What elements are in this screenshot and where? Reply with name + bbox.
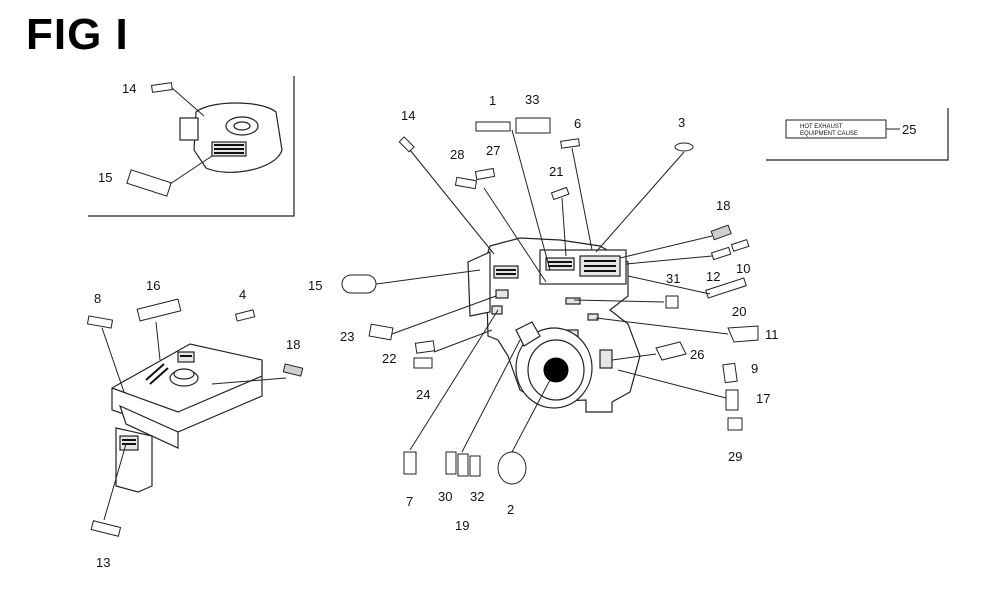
callout-9: 9 — [751, 361, 758, 376]
callout-14-inset: 14 — [122, 81, 136, 96]
decal-21 — [550, 186, 570, 201]
callout-17: 17 — [756, 391, 770, 406]
callout-29: 29 — [728, 449, 742, 464]
decal-22 — [414, 340, 436, 354]
decal-15-engine — [341, 274, 377, 294]
decal-7 — [403, 451, 417, 475]
callout-4: 4 — [239, 287, 246, 302]
callout-10: 10 — [736, 261, 750, 276]
decal-19 — [457, 453, 469, 477]
decal-32 — [469, 455, 481, 477]
inset-frame-placard — [766, 108, 949, 161]
callout-32: 32 — [470, 489, 484, 504]
decal-8 — [86, 315, 114, 329]
decal-29 — [727, 417, 743, 431]
decal-2 — [497, 451, 527, 485]
decal-20 — [705, 277, 747, 299]
callout-15-inset: 15 — [98, 170, 112, 185]
callout-12: 12 — [706, 269, 720, 284]
callout-23: 23 — [340, 329, 354, 344]
air-cleaner-drawing — [179, 102, 283, 173]
callout-24: 24 — [416, 387, 430, 402]
decal-4 — [234, 309, 256, 322]
leader-lines — [375, 129, 729, 453]
placard-text-line2: EQUIPMENT CAUSE — [800, 131, 858, 137]
callout-26: 26 — [690, 347, 704, 362]
figure-title: FIG I — [26, 10, 129, 59]
decal-31 — [665, 295, 679, 309]
decal-24 — [413, 357, 433, 369]
decal-26 — [655, 341, 687, 361]
decal-3 — [674, 142, 694, 152]
decal-6 — [560, 138, 581, 149]
decal-14-engine — [398, 136, 415, 153]
callout-30: 30 — [438, 489, 452, 504]
callout-11: 11 — [765, 327, 779, 342]
callout-13: 13 — [96, 555, 110, 570]
decal-27 — [474, 167, 496, 181]
engine-drawing — [467, 237, 641, 413]
callout-8: 8 — [94, 291, 101, 306]
decal-1 — [475, 121, 511, 132]
decal-11 — [727, 325, 759, 343]
callout-1: 1 — [489, 93, 496, 108]
callout-28: 28 — [450, 147, 464, 162]
callout-14-engine: 14 — [401, 108, 415, 123]
decal-9 — [722, 362, 738, 384]
decal-13 — [90, 520, 122, 537]
callout-18-tank: 18 — [286, 337, 300, 352]
decal-23 — [368, 323, 394, 341]
callout-7: 7 — [406, 494, 413, 509]
placard-text-line1: HOT EXHAUST — [800, 124, 843, 130]
callout-18-engine: 18 — [716, 198, 730, 213]
callout-3: 3 — [678, 115, 685, 130]
decal-30 — [445, 451, 457, 475]
decal-15-inset — [126, 169, 172, 197]
callout-labels: 1 2 3 4 6 7 8 9 10 11 12 13 14 14 15 15 … — [94, 81, 916, 570]
callout-6: 6 — [574, 116, 581, 131]
decal-18-engine — [710, 224, 732, 241]
decal-16 — [136, 298, 182, 322]
decal-17 — [725, 389, 739, 411]
decal-12 — [710, 246, 732, 261]
callout-31: 31 — [666, 271, 680, 286]
callout-16: 16 — [146, 278, 160, 293]
decal-18-tank — [282, 363, 304, 377]
decal-10 — [730, 239, 750, 252]
callout-27: 27 — [486, 143, 500, 158]
decal-28 — [454, 176, 478, 190]
callout-33: 33 — [525, 92, 539, 107]
decal-14-inset — [150, 82, 173, 93]
callout-21: 21 — [549, 164, 563, 179]
callout-22: 22 — [382, 351, 396, 366]
inset-frame-air-cleaner — [88, 76, 295, 217]
callout-20: 20 — [732, 304, 746, 319]
fuel-tank-drawing — [111, 343, 263, 493]
callout-2: 2 — [507, 502, 514, 517]
callout-15-engine: 15 — [308, 278, 322, 293]
callout-19: 19 — [455, 518, 469, 533]
decal-33 — [515, 117, 551, 134]
callout-25: 25 — [902, 122, 916, 137]
